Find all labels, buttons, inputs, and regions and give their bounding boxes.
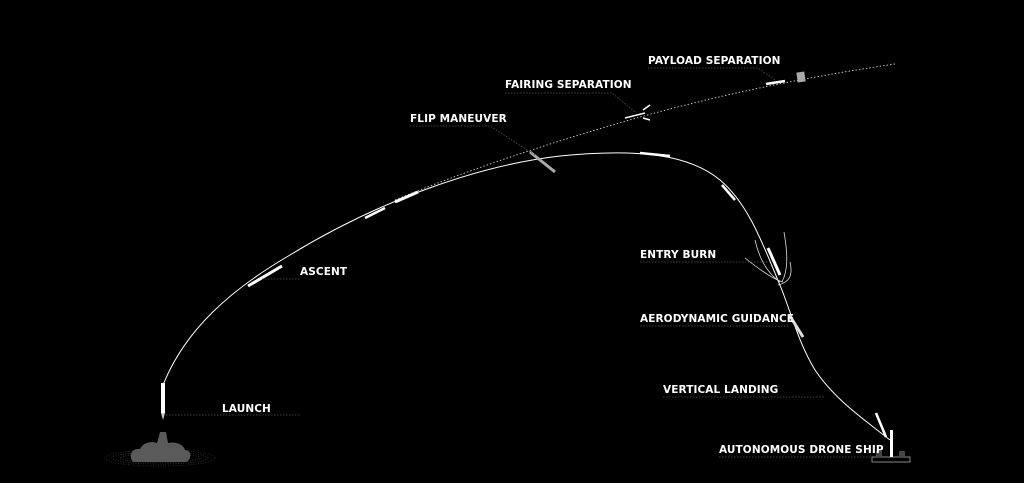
upper-stage bbox=[765, 79, 786, 86]
label-aerodynamic-guidance: AERODYNAMIC GUIDANCE bbox=[640, 313, 794, 325]
label-entry-burn: ENTRY BURN bbox=[640, 249, 716, 261]
launch-pad-ripples bbox=[104, 449, 216, 467]
rocket-flip bbox=[529, 150, 556, 174]
label-launch: LAUNCH bbox=[222, 403, 271, 415]
label-flip-maneuver: FLIP MANEUVER bbox=[410, 113, 507, 125]
drone-ship bbox=[871, 430, 911, 463]
rocket-ascent bbox=[247, 264, 283, 288]
rocket-entry-burn bbox=[744, 231, 792, 286]
launch-smoke-cloud bbox=[130, 432, 191, 462]
first-stage-trajectory bbox=[162, 152, 891, 441]
label-payload-separation: PAYLOAD SEPARATION bbox=[648, 55, 781, 67]
label-autonomous-drone-ship: AUTONOMOUS DRONE SHIP bbox=[719, 444, 884, 456]
rocket-boostback bbox=[721, 184, 736, 201]
label-vertical-landing: VERTICAL LANDING bbox=[663, 384, 778, 396]
rocket-vertical-landing bbox=[874, 412, 888, 438]
payload-satellite bbox=[796, 71, 806, 83]
label-ascent: ASCENT bbox=[300, 266, 348, 278]
rocket-ascent-2 bbox=[364, 206, 386, 220]
fairing-halves bbox=[624, 104, 651, 121]
rocket-stage-sep bbox=[394, 190, 419, 204]
label-fairing-separation: FAIRING SEPARATION bbox=[505, 79, 632, 91]
second-stage-trajectory bbox=[394, 63, 896, 201]
rocket-coast bbox=[639, 151, 671, 158]
rocket-aero-guidance bbox=[788, 315, 805, 338]
rocket-launch bbox=[161, 383, 165, 420]
